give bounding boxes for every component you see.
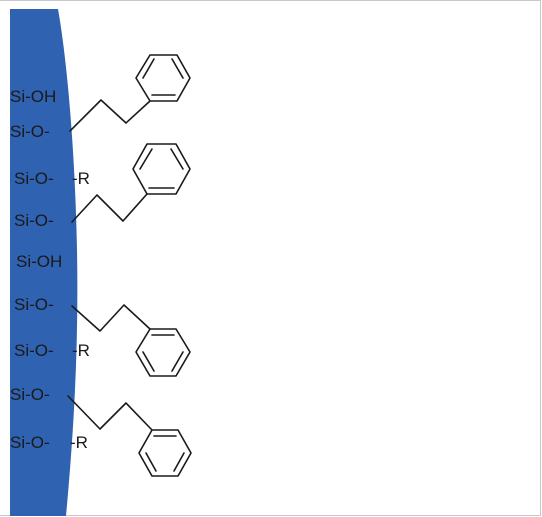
group-row-9: Si-O- -R [10, 433, 88, 452]
group-label-4: Si-O- [14, 211, 54, 230]
benzene-ring-icon [132, 143, 191, 195]
group-substituent-3: -R [72, 169, 90, 188]
ring-inner-bond [142, 351, 155, 372]
silica-surface [10, 9, 78, 516]
propyl-linker-2 [71, 193, 148, 223]
group-label-1: Si-OH [10, 87, 56, 106]
propyl-linker-1 [69, 99, 151, 132]
group-label-8: Si-O- [10, 385, 50, 404]
ring-inner-bond [145, 452, 157, 472]
group-row-8: Si-O- [10, 385, 50, 404]
ring-inner-bond [171, 58, 184, 79]
phenylpropyl-chain-4 [67, 395, 192, 477]
benzene-ring-icon [135, 54, 191, 102]
propyl-linker-3 [71, 304, 151, 332]
propyl-linker-4 [67, 395, 153, 431]
group-label-2: Si-O- [10, 122, 50, 141]
benzene-ring-icon [138, 429, 192, 477]
group-row-6: Si-O- [14, 295, 54, 314]
ring-inner-bond [173, 452, 185, 472]
group-substituent-7: -R [72, 341, 90, 360]
ring-inner-bond [170, 148, 184, 170]
group-label-5: Si-OH [16, 252, 62, 271]
group-label-6: Si-O- [14, 295, 54, 314]
ring-inner-bond [139, 148, 153, 170]
benzene-ring-icon [135, 328, 191, 377]
ring-inner-bond [142, 58, 155, 79]
group-row-4: Si-O- [14, 211, 54, 230]
phenylpropyl-chain-1 [69, 54, 191, 132]
group-row-7: Si-O- -R [14, 341, 90, 360]
phenylpropyl-chain-3 [71, 304, 191, 377]
group-label-7: Si-O- [14, 341, 54, 360]
group-substituent-9: -R [70, 433, 88, 452]
group-label-9: Si-O- [10, 433, 50, 452]
group-row-3: Si-O- -R [14, 169, 90, 188]
group-label-3: Si-O- [14, 169, 54, 188]
group-row-1: Si-OH [10, 87, 56, 106]
group-row-2: Si-O- [10, 122, 50, 141]
phenylpropyl-chain-2 [71, 143, 191, 223]
group-row-5: Si-OH [16, 252, 62, 271]
ring-inner-bond [171, 351, 184, 372]
